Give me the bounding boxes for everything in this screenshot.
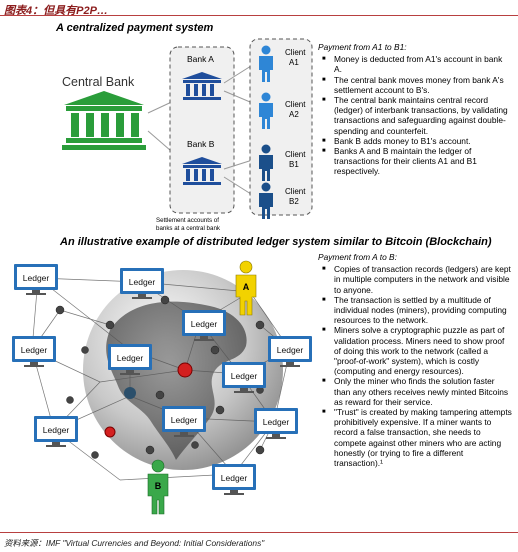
ledger-label: Ledger [231,371,258,381]
user-a-label: A [243,282,250,292]
section1-title: A centralized payment system [56,22,214,34]
figure-label: 图表4：但具有P2P… [4,5,108,17]
ledger-computer: Ledger [182,310,226,341]
client-a1-icon [259,45,273,82]
client-a2-line2: A2 [289,110,299,119]
ledger-computer: Ledger [14,264,58,295]
client-a1-line2: A1 [289,58,299,67]
client-b1-line1: Client [285,150,306,159]
central-bank-label: Central Bank [62,75,135,89]
ledger-label: Ledger [221,473,248,483]
section1-bullet: Money is deducted from A1's account in b… [322,54,512,74]
ledger-label: Ledger [23,273,50,283]
ledger-computer: Ledger [12,336,56,367]
section2-title: An illustrative example of distributed l… [60,236,492,248]
ledger-label: Ledger [129,277,156,287]
ledger-computer: Ledger [222,362,266,393]
ledger-computer: Ledger [120,268,164,299]
section1-bullet: Banks A and B maintain the ledger of tra… [322,146,512,177]
bank-b-icon [182,157,222,185]
section2-bullet: Copies of transaction records (ledgers) … [322,264,512,295]
section2-bullet: The transaction is settled by a multitud… [322,295,512,326]
source-rule [0,532,518,533]
miner-node-blue [124,387,136,399]
settlement-note-line2: banks at a central bank [156,225,221,232]
miner-node-red [177,362,193,378]
client-b2-line2: B2 [289,197,299,206]
user-b-label: B [155,481,162,491]
figure-top-rule [0,15,518,16]
bank-a-label: Bank A [187,54,214,64]
ledger-label: Ledger [117,353,144,363]
section1-bullet: The central bank maintains central recor… [322,95,512,136]
ledger-label: Ledger [191,319,218,329]
section2-description-head: Payment from A to B: [318,252,397,262]
ledger-label: Ledger [171,415,198,425]
central-bank-icon [62,91,146,150]
section1-bullet: The central bank moves money from bank A… [322,75,512,95]
source-note: 资料来源：IMF "Virtual Currencies and Beyond:… [4,538,265,548]
section1-description-head: Payment from A1 to B1: [318,42,407,52]
ledger-computer: Ledger [212,464,256,495]
distributed-ledger-diagram: Ledger Ledger Ledger Ledger Ledger Ledge… [12,260,312,515]
continent-shape [106,301,247,460]
centralized-diagram: Central Bank Bank A Bank B Settlement ac… [62,38,313,232]
client-a2-icon [259,92,273,129]
section2-bullet: Miners solve a cryptographic puzzle as p… [322,325,512,376]
ledger-computer: Ledger [162,406,206,437]
client-b2-icon [259,182,273,219]
user-b-icon [147,459,169,515]
miner-node-red [104,426,116,438]
bank-a-icon [182,72,222,100]
client-a2-line1: Client [285,100,306,109]
ledger-label: Ledger [43,425,70,435]
ledger-label: Ledger [21,345,48,355]
ledger-computer: Ledger [34,416,78,447]
section2-description: Payment from A to B: Copies of transacti… [318,252,512,468]
ledger-computer: Ledger [254,408,298,439]
user-a-icon [235,260,257,316]
ledger-computer: Ledger [108,344,152,375]
client-b1-icon [259,144,273,181]
section1-description: Payment from A1 to B1: Money is deducted… [318,42,512,177]
section2-bullet: Only the miner who finds the solution fa… [322,376,512,407]
client-b2-line1: Client [285,187,306,196]
client-b1-line2: B1 [289,160,299,169]
settlement-note-line1: Settlement accounts of [156,217,219,224]
miner-nodes [55,295,265,459]
section1-bullet: Bank B adds money to B1's account. [322,136,512,146]
ledger-label: Ledger [263,417,290,427]
section2-bullet: "Trust" is created by making tampering a… [322,407,512,468]
settlement-box [169,46,235,214]
ledger-computer: Ledger [268,336,312,367]
bank-b-label: Bank B [187,139,215,149]
ledger-label: Ledger [277,345,304,355]
client-a1-line1: Client [285,48,306,57]
